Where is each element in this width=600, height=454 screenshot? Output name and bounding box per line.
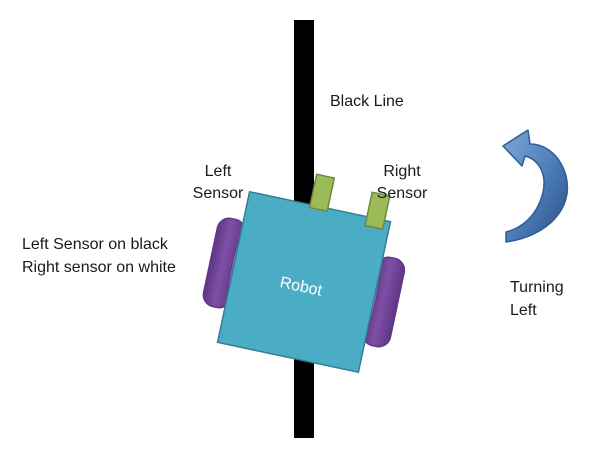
black-line-label: Black Line <box>330 93 404 110</box>
right-sensor <box>364 191 391 231</box>
turning-label-line1: Turning <box>510 279 564 296</box>
right-sensor-label-line1: Right <box>383 163 421 180</box>
robot: Robot <box>202 173 406 374</box>
left-sensor-label-line1: Left <box>205 163 232 180</box>
turning-label-line2: Left <box>510 302 537 319</box>
left-sensor-label-line2: Sensor <box>193 185 244 202</box>
status-line1: Left Sensor on black <box>22 236 169 253</box>
curved-arrow-left-icon <box>502 129 569 243</box>
status-line2: Right sensor on white <box>22 259 176 276</box>
right-sensor-label-line2: Sensor <box>377 185 428 202</box>
left-sensor <box>308 173 336 213</box>
